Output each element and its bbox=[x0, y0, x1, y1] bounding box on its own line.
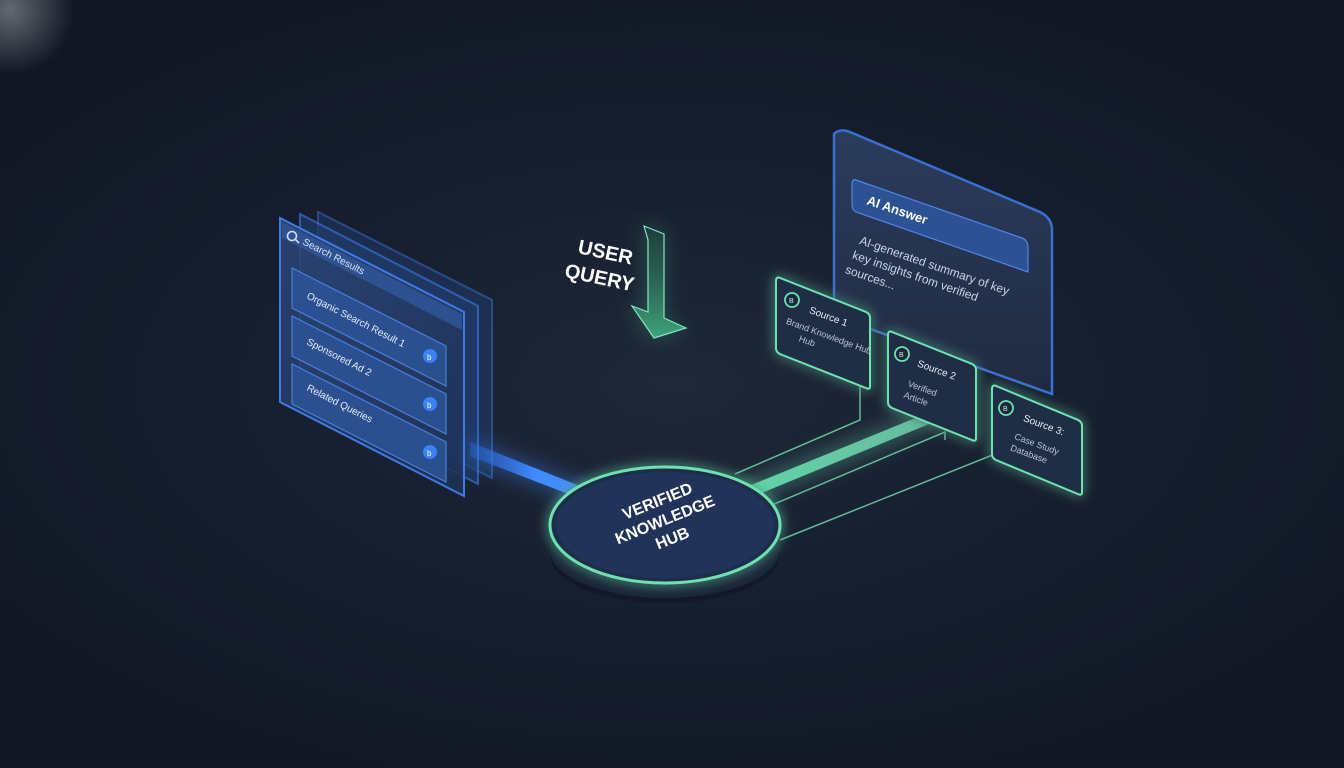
user-query-arrow bbox=[628, 222, 688, 340]
source-card-3[interactable]: B Source 3: Case Study Database bbox=[991, 384, 1083, 496]
badge-icon-2 bbox=[423, 349, 437, 363]
green-data-beam bbox=[730, 410, 936, 504]
ai-answer-panel: AI Answer AI-generated summary of key ke… bbox=[832, 129, 1054, 396]
badge-icon-3 bbox=[423, 397, 437, 411]
source-card-1[interactable]: B Source 1 Brand Knowledge Hub Hub bbox=[775, 276, 879, 390]
ai-answer-title-bar[interactable]: AI Answer bbox=[851, 179, 1029, 273]
user-query-label: USER QUERY bbox=[563, 236, 637, 296]
search-icon bbox=[286, 230, 300, 244]
panel-header-bar bbox=[282, 222, 462, 330]
source-2-icon bbox=[894, 346, 910, 362]
svg-text:b: b bbox=[427, 401, 432, 410]
svg-text:B: B bbox=[789, 298, 794, 305]
svg-text:B: B bbox=[899, 352, 904, 359]
search-results-panel: Search Results Organic Search Result 1 S… bbox=[279, 210, 493, 498]
svg-text:b: b bbox=[427, 449, 432, 458]
source-3-icon bbox=[998, 400, 1014, 416]
verified-knowledge-hub[interactable]: VERIFIED KNOWLEDGE HUB bbox=[548, 465, 782, 603]
source-1-icon bbox=[784, 292, 800, 308]
svg-text:B: B bbox=[1003, 406, 1008, 413]
svg-text:b: b bbox=[427, 353, 432, 362]
blue-data-beam bbox=[470, 440, 600, 506]
source-card-2[interactable]: B Source 2 Verified Article bbox=[887, 330, 977, 442]
badge-icon-4 bbox=[423, 445, 437, 459]
